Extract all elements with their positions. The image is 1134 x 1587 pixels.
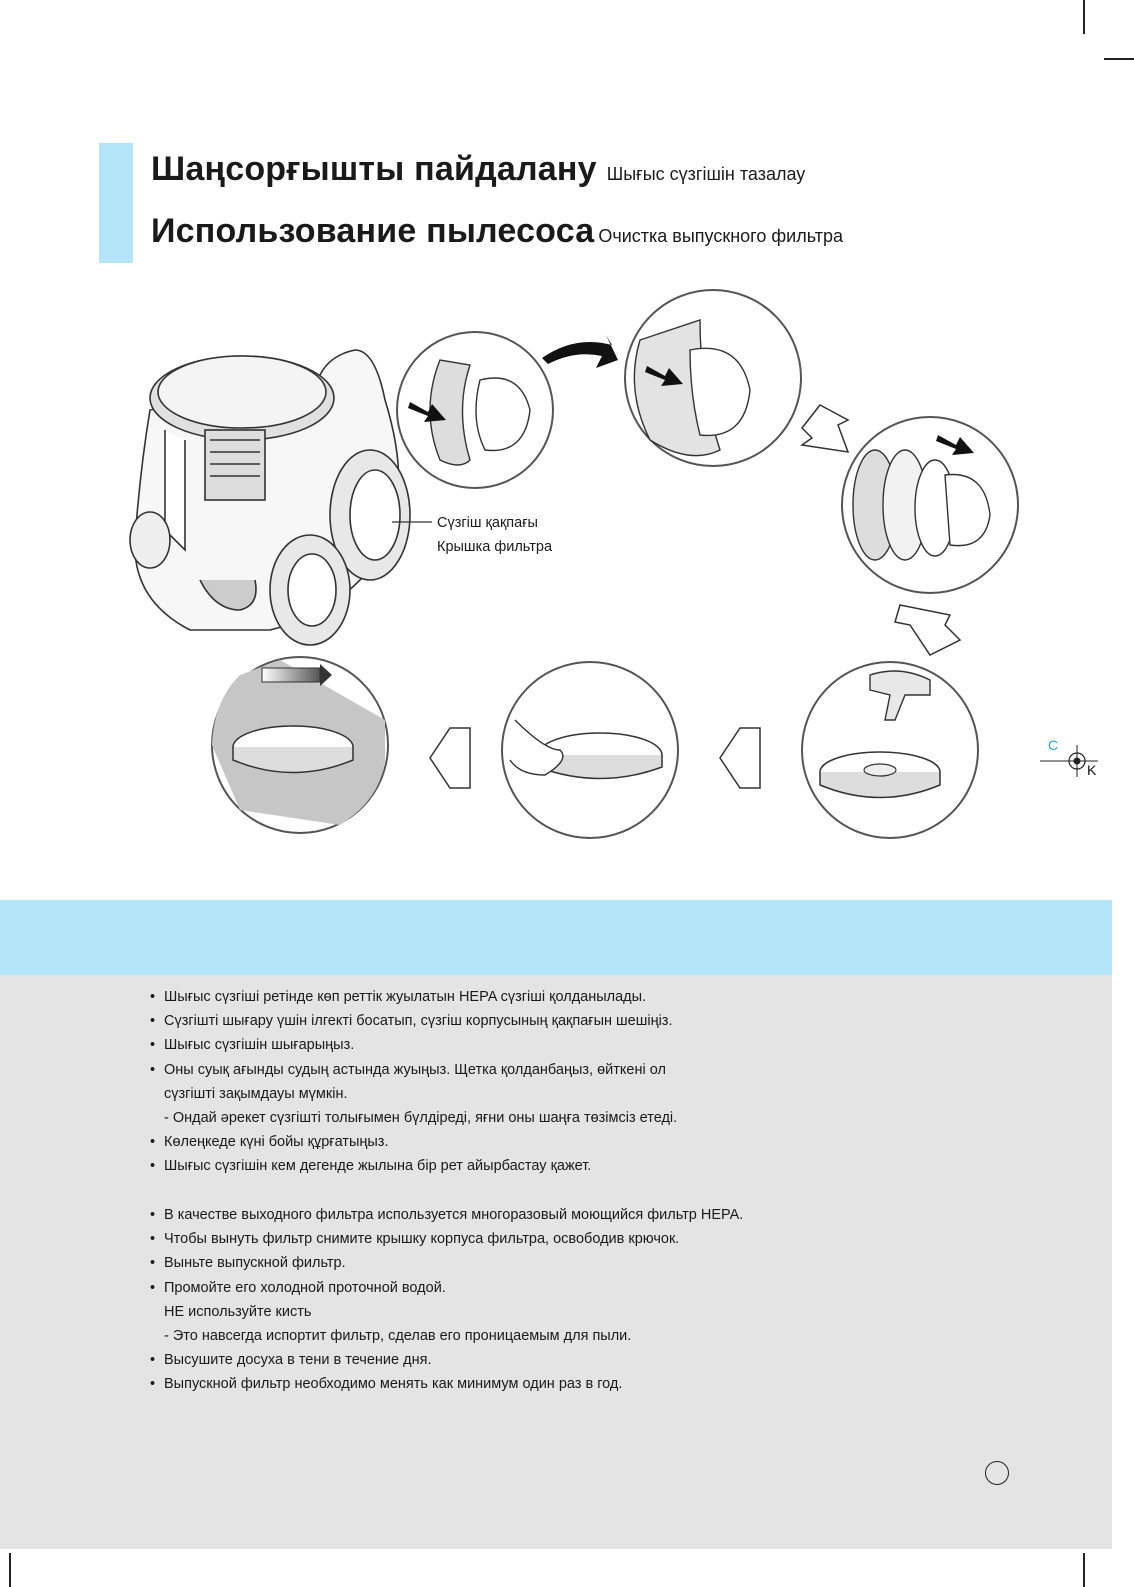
registration-mark: C K [1040,737,1100,790]
list-item: •Промойте его холодной проточной водой. [150,1279,446,1296]
filter-cover-label-ru: Крышка фильтра [437,539,553,555]
crop-mark [1083,1553,1085,1587]
list-item: •Оны суық ағынды судың астында жуыңыз. Щ… [150,1061,666,1078]
crosshair-icon [1040,745,1098,777]
registration-k: K [1087,762,1097,778]
step-6-dry-in-shade [211,656,389,834]
list-item: •Шығыс сүзгішін шығарыңыз. [150,1037,355,1054]
step-arrow [800,404,850,453]
heading-ru-main: Использование пылесоса [151,212,595,250]
heading-kz: Шаңсорғышты пайдалану Шығыс сүзгішін таза… [151,150,805,189]
heading-kz-sub: Шығыс сүзгішін тазалау [606,164,806,184]
list-item-note: - Ондай әрекет сүзгішті толығымен бүлдір… [164,1110,678,1127]
step-arrow [719,727,761,789]
crop-mark [1083,0,1085,34]
list-item: •В качестве выходного фильтра использует… [150,1207,744,1223]
instructions-kz: •Шығыс сүзгіші ретінде көп реттік жуылат… [150,985,950,1179]
list-item-continuation: НЕ используйте кисть [164,1303,312,1320]
list-item-continuation: сүзгішті зақымдауы мүмкін. [164,1085,348,1102]
list-item: •Шығыс сүзгішін кем дегенде жылына бір р… [150,1158,592,1175]
list-item: •Сүзгішті шығару үшін ілгекті босатып, с… [150,1013,673,1030]
step-5-tap-filter [501,661,679,839]
vacuum-cleaner-drawing [129,349,411,646]
step-2-remove-cover [624,289,802,467]
list-item: •Чтобы вынуть фильтр снимите крышку корп… [150,1231,680,1248]
step-1-release-hook [396,331,554,489]
list-item: •Шығыс сүзгіші ретінде көп реттік жуылат… [150,989,647,1005]
list-item: •Выньте выпускной фильтр. [150,1255,346,1272]
list-item: •Высушите досуха в тени в течение дня. [150,1352,432,1369]
list-item: •Выпускной фильтр необходимо менять как … [150,1376,623,1393]
filter-cover-label-kz: Сүзгіш қақпағы [437,515,538,531]
curved-arrow [542,335,618,368]
page-number-circle [985,1461,1009,1485]
step-arrow [894,604,962,656]
heading-ru-sub: Очистка выпускного фильтра [598,226,843,246]
list-item: •Көлеңкеде күні бойы құрғатыңыз. [150,1134,389,1151]
instructions-ru: •В качестве выходного фильтра использует… [150,1203,950,1397]
step-arrow [429,727,471,789]
step-3-pull-filter [841,416,1019,594]
step-4-wash-filter [801,661,979,839]
heading-kz-main: Шаңсорғышты пайдалану [151,150,597,188]
section-band [0,900,1112,975]
instructions-panel [0,975,1112,1549]
filter-cleaning-illustration: Сүзгіш қақпағы Крышка фильтра [129,289,1019,839]
crop-mark [9,1553,11,1587]
registration-c: C [1048,737,1059,753]
title-accent-bar [99,143,133,263]
list-item-note: - Это навсегда испортит фильтр, сделав е… [164,1328,632,1345]
crop-mark [1104,58,1134,60]
